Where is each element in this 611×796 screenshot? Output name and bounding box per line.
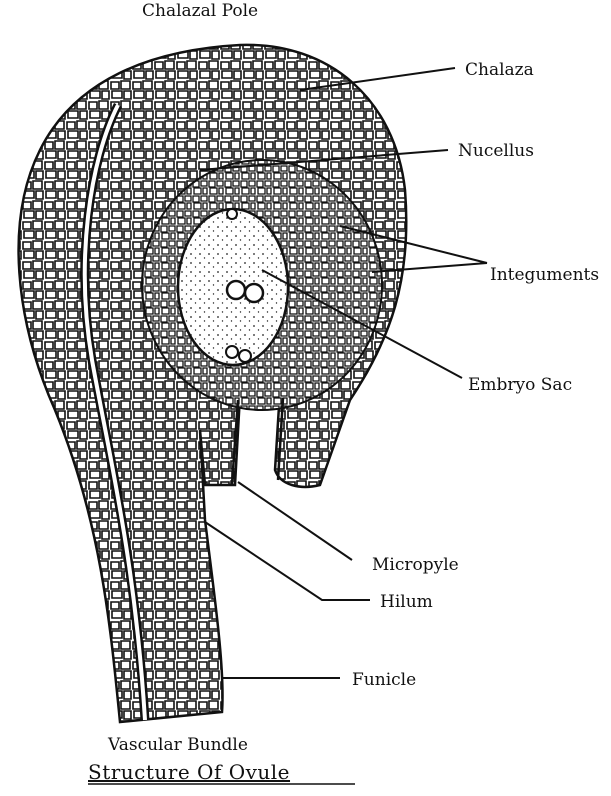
label-vascular-bundle: Vascular Bundle [107, 735, 248, 755]
polar-nucleus-right [243, 282, 265, 304]
label-integuments: Integuments [490, 265, 599, 285]
label-nucellus: Nucellus [458, 141, 534, 161]
diagram-title: Structure Of Ovule [88, 760, 290, 784]
embryo-sac-leader [261, 269, 463, 379]
leader-lines [199, 67, 488, 679]
egg-cell-right [238, 349, 252, 363]
label-embryo-sac: Embryo Sac [468, 375, 572, 395]
hilum-leader [204, 521, 370, 601]
polar-nucleus-left [225, 279, 247, 301]
label-chalazal-pole: Chalazal Pole [142, 1, 258, 21]
micropyle-leader [237, 481, 353, 561]
label-chalaza: Chalaza [465, 60, 534, 80]
vascular-bundle-lumen [82, 104, 147, 721]
labels: Chalazal Pole Chalaza Nucellus Integumen… [88, 1, 599, 785]
egg-cell-left [225, 345, 239, 359]
label-hilum: Hilum [380, 592, 433, 612]
chalaza-leader [299, 67, 456, 91]
integuments-leader-upper [339, 225, 488, 264]
label-funicle: Funicle [352, 670, 416, 690]
nucellus-leader [199, 149, 449, 171]
label-micropyle: Micropyle [372, 555, 459, 575]
integuments-leader-lower [371, 262, 488, 273]
antipodal-cell [226, 208, 238, 220]
micropyle-gap [230, 397, 285, 485]
ovule-body [17, 43, 408, 724]
